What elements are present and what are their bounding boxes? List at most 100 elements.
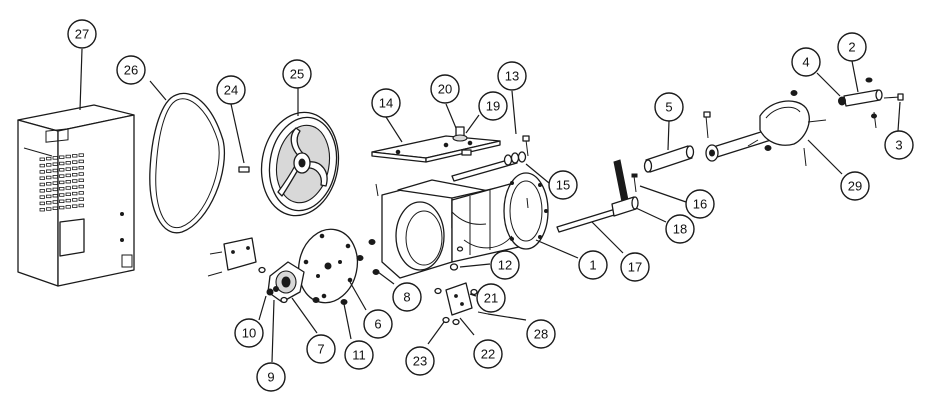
part-key [238,166,250,173]
callout-8-label: 8 [403,290,410,305]
keypad-key [39,207,45,212]
keypad-key [65,186,71,190]
keypad-key [52,200,58,204]
part-small-bolt-13 [522,135,530,157]
part-sleeve-tube [643,145,695,173]
keypad-key [78,191,84,195]
keypad-key [46,156,52,161]
keypad-key [65,161,71,165]
callout-5-label: 5 [665,100,672,115]
callout-20-label: 20 [438,82,452,97]
keypad-key [78,159,84,164]
keypad-key [72,166,78,171]
callout-28-label: 28 [534,327,548,342]
leader-lines [79,48,901,363]
callout-9-circle [256,362,286,392]
keypad-key [46,163,52,167]
callout-25-label: 25 [290,67,304,82]
keypad-key [72,172,78,177]
callout-1-circle [578,250,608,280]
callout-19-circle [478,91,508,121]
keypad-key [72,160,78,164]
callout-13-circle [497,61,527,91]
callout-18-circle [665,214,695,244]
keypad-key [39,201,45,206]
part-flange-bearing [207,237,305,304]
keypad-key [59,193,65,197]
keypad-key [52,168,58,173]
keypad-key [78,165,84,170]
part-main-housing [381,172,549,279]
callout-8-circle [392,282,422,312]
callout-26-circle [116,55,146,85]
callout-4-label: 4 [802,55,809,70]
keypad-key [46,194,52,199]
keypad-key [65,154,71,159]
part-handle-sleeve [611,159,639,217]
callout-28-circle [526,319,556,349]
callout-6-circle [363,309,393,339]
callout-9-label: 9 [267,370,274,385]
callout-29-circle [840,171,870,201]
keypad-key [39,182,45,187]
callout-11-circle [344,340,374,370]
keypad-key [39,157,45,161]
keypad-key [59,199,65,203]
part-loose-screws [375,183,529,271]
keypad-key [59,161,65,166]
callout-22-circle [473,339,503,369]
callout-27-label: 27 [75,27,89,42]
keypad-key [72,185,78,189]
callout-20-circle [430,74,460,104]
part-screws-8-11 [312,239,380,305]
callout-27-circle [67,19,97,49]
callout-4-circle [791,47,821,77]
keypad-key [39,163,45,168]
keypad-key [78,184,84,189]
keypad-key [65,167,71,171]
callout-15-label: 15 [556,178,570,193]
callout-7-label: 7 [317,342,324,357]
keypad-key [72,191,78,196]
callout-6-label: 6 [374,317,381,332]
part-small-shaft [838,77,904,129]
keypad-key [72,204,78,208]
keypad-key [72,179,78,183]
part-control-cabinet [17,104,135,287]
callout-5-circle [654,92,684,122]
callout-13-label: 13 [505,69,519,84]
callout-10-circle [234,318,264,348]
keypad-key [52,206,58,210]
keypad-key [59,155,65,159]
callout-2-label: 2 [848,40,855,55]
keypad-key [46,169,52,173]
callout-23-circle [405,346,435,376]
keypad-key [59,174,65,178]
keypad-key [78,197,84,201]
keypad-key [52,156,58,160]
callout-7-circle [306,334,336,364]
callout-3-label: 3 [895,138,902,153]
part-bearing-plate [297,228,359,304]
keypad-key [46,207,52,211]
callout-24-label: 24 [224,83,238,98]
callout-12-circle [490,250,520,280]
callout-23-label: 23 [413,354,427,369]
callout-17-label: 17 [628,260,642,275]
keypad-key [65,198,71,203]
callout-25-circle [282,59,312,89]
callout-14-label: 14 [379,96,393,111]
keypad-key [39,195,45,199]
callout-12-label: 12 [498,258,512,273]
part-rod-washers [451,151,527,182]
callout-21-label: 21 [484,291,498,306]
keypad-key [52,193,58,198]
callout-10-label: 10 [242,326,256,341]
keypad-key [72,154,78,158]
keypad-key [78,203,84,208]
callout-21-circle [476,283,506,313]
callout-11-label: 11 [352,348,366,363]
keypad-key [52,162,58,166]
part-small-bracket [434,282,489,326]
keypad-key [46,175,52,180]
